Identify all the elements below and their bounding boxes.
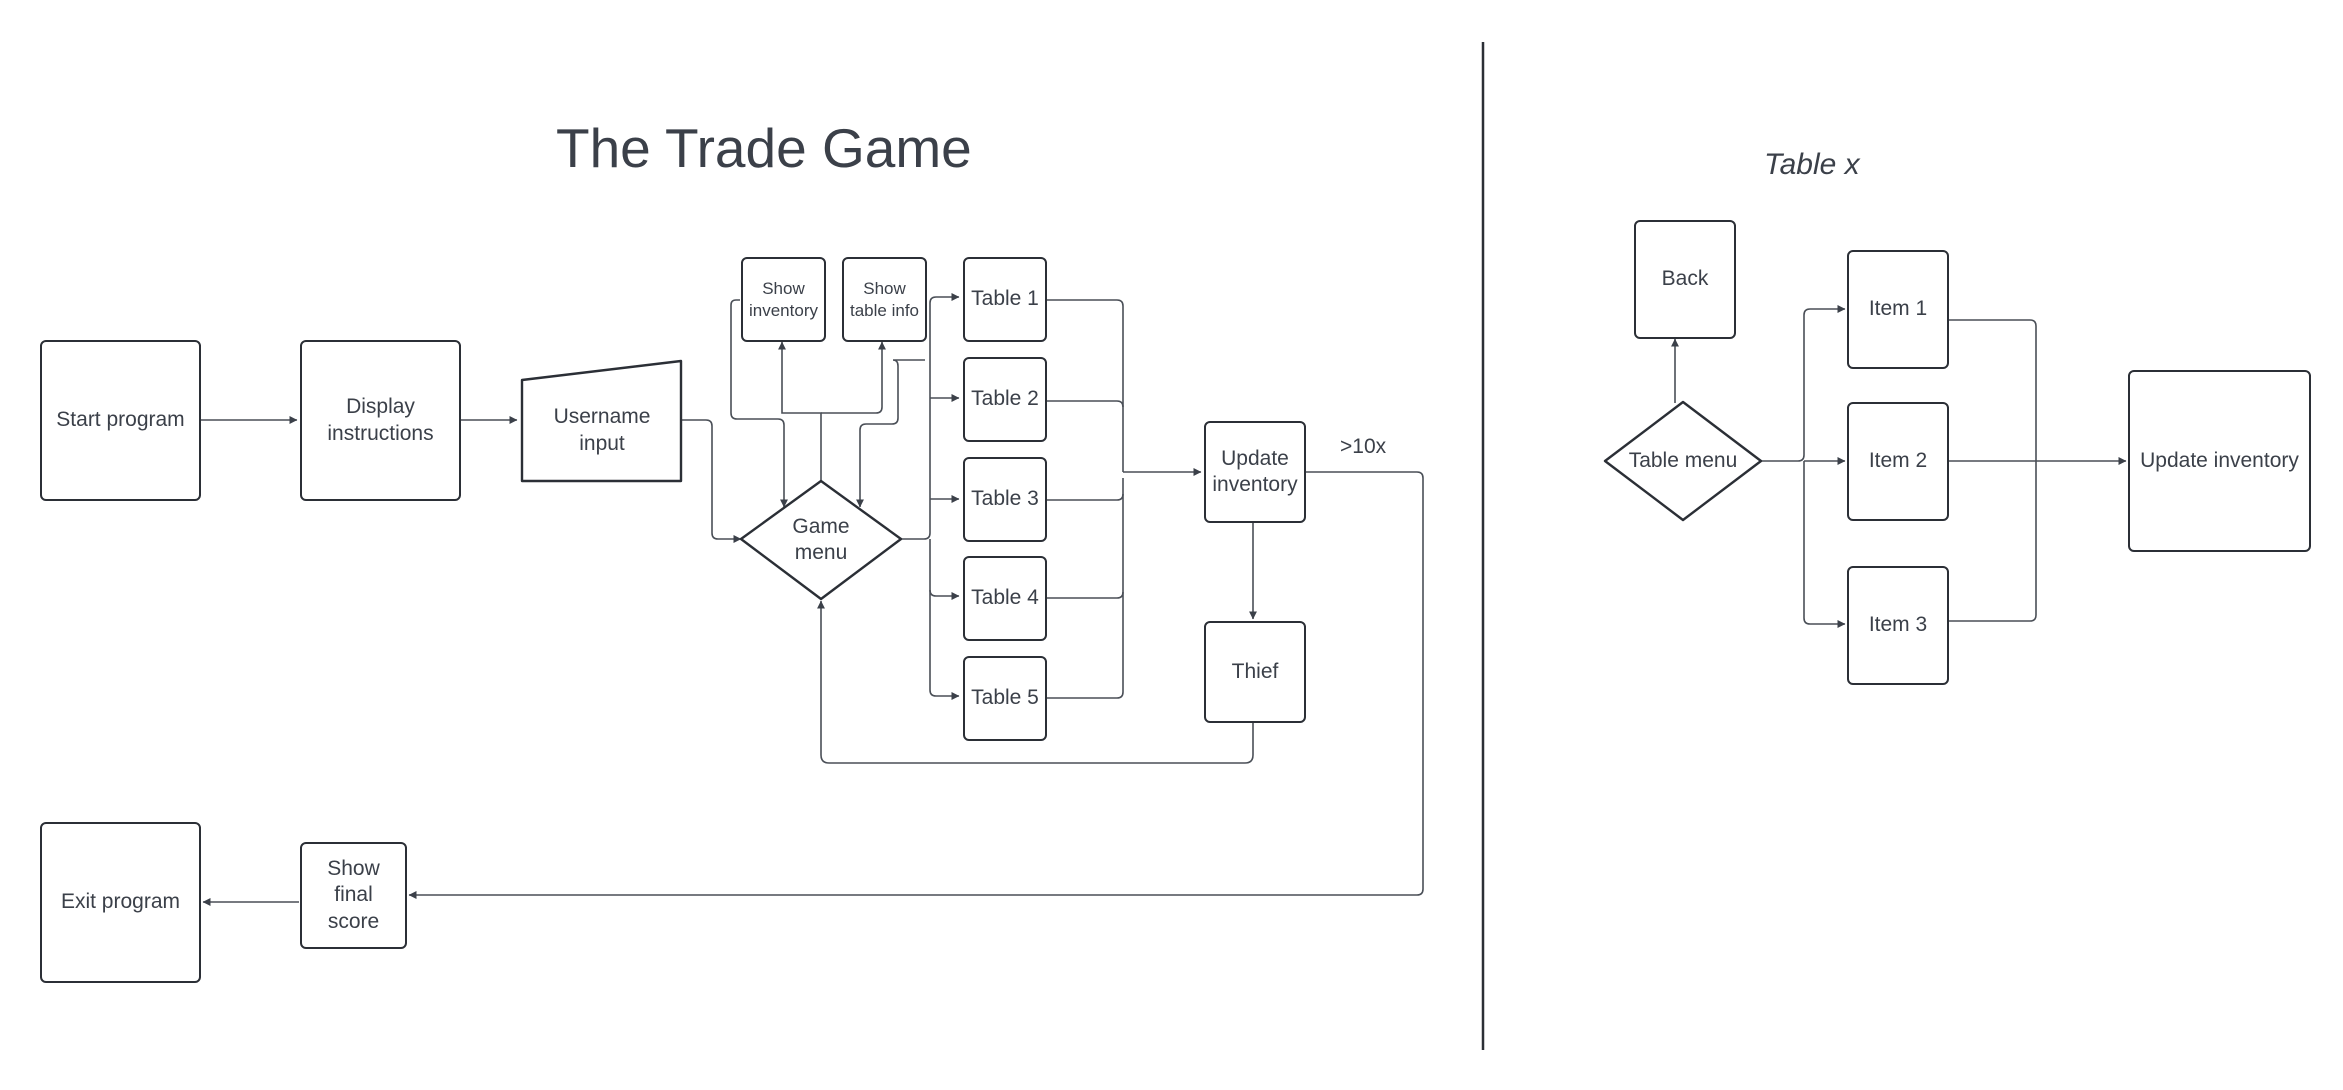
edge-table3-merge (1044, 493, 1124, 501)
edge-menu-to-table4 (929, 539, 960, 600)
edge-menu-to-show-table-info (821, 341, 886, 414)
table-5-node: Table 5 (963, 656, 1047, 741)
edge-menu-to-table5 (929, 590, 960, 700)
table-4-node: Table 4 (963, 556, 1047, 641)
edge-table-menu-to-item3 (1803, 461, 1846, 628)
update-inventory-item-node: Update inventory (2128, 370, 2311, 552)
thief-node: Thief (1204, 621, 1306, 723)
table-3-node: Table 3 (963, 457, 1047, 542)
show-table-info-node: Show table info (842, 257, 927, 342)
back-node: Back (1634, 220, 1736, 339)
edge-show-inventory-return (730, 299, 788, 508)
username-input-shape (520, 359, 683, 483)
edge-label-more-than-10x: >10x (1340, 435, 1387, 458)
edge-update-to-final-score (408, 471, 1424, 899)
display-instructions-node: Display instructions (300, 340, 461, 501)
edge-item1-merge (1946, 319, 2037, 622)
item-3-node: Item 3 (1847, 566, 1949, 685)
diagram-title: The Trade Game (556, 117, 972, 179)
table-1-node: Table 1 (963, 257, 1047, 342)
show-final-score-node: Show final score (300, 842, 407, 949)
exit-program-node: Exit program (40, 822, 201, 983)
edge-table4-merge (1044, 591, 1124, 599)
edge-table2-merge (1044, 400, 1124, 408)
edge-thief-to-menu (817, 600, 1254, 764)
edge-username-to-menu (682, 419, 742, 543)
update-inventory-node: Update inventory (1204, 421, 1306, 523)
start-program-node: Start program (40, 340, 201, 501)
edge-table1-merge (1044, 299, 1124, 472)
item-2-node: Item 2 (1847, 402, 1949, 521)
edge-menu-to-tables-trunk (901, 293, 960, 540)
edge-table-menu-to-items-trunk (1761, 305, 1846, 462)
table-2-node: Table 2 (963, 357, 1047, 442)
game-menu-shape (739, 479, 903, 601)
table-menu-shape (1603, 400, 1763, 522)
item-1-node: Item 1 (1847, 250, 1949, 369)
edge-show-table-info-return (856, 359, 925, 508)
table-x-title: Table x (1764, 148, 1860, 181)
edge-menu-to-show-inventory (778, 341, 822, 481)
edge-table5-merge (1044, 478, 1124, 699)
show-inventory-node: Show inventory (741, 257, 826, 342)
